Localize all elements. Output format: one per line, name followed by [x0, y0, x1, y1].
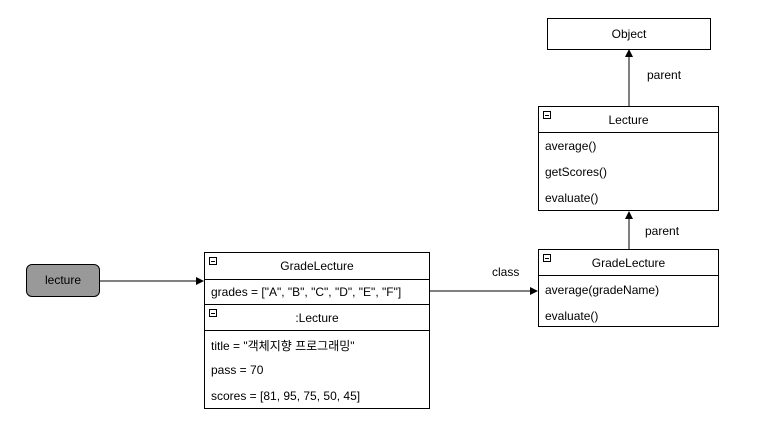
instance-field-grades: grades = ["A", "B", "C", "D", "E", "F"] [211, 285, 402, 299]
parent-edge-label-lecture: parent [645, 224, 680, 238]
collapse-icon[interactable] [209, 257, 217, 265]
method-evaluate: evaluate() [545, 309, 599, 323]
variable-label: lecture [44, 273, 82, 287]
method-average: average() [545, 139, 597, 153]
method-average-grade-name: average(gradeName) [545, 283, 660, 297]
collapse-icon[interactable] [543, 254, 551, 262]
collapse-icon[interactable] [209, 309, 217, 317]
instance-grade-lecture[interactable]: GradeLecture grades = ["A", "B", "C", "D… [204, 252, 430, 409]
class-object[interactable]: Object [547, 18, 711, 50]
parent-section-title: :Lecture [295, 311, 339, 325]
class-lecture-header: Lecture [539, 107, 718, 133]
class-grade-lecture-title: GradeLecture [591, 256, 666, 270]
parent-field-scores: scores = [81, 95, 75, 50, 45] [211, 389, 361, 403]
parent-section-header: :Lecture [205, 304, 429, 331]
parent-field-pass: pass = 70 [211, 363, 264, 377]
parent-field-title: title = "객체지향 프로그래밍" [211, 339, 355, 353]
collapse-icon[interactable] [543, 111, 551, 119]
class-lecture[interactable]: Lecture average() getScores() evaluate() [538, 106, 719, 211]
class-grade-lecture[interactable]: GradeLecture average(gradeName) evaluate… [538, 249, 719, 327]
parent-edge-label-object: parent [647, 68, 682, 82]
method-evaluate: evaluate() [545, 191, 599, 205]
variable-node-lecture[interactable]: lecture [26, 264, 100, 297]
instance-header: GradeLecture [205, 253, 429, 280]
method-get-scores: getScores() [545, 165, 608, 179]
class-edge-label: class [492, 265, 520, 279]
class-object-title: Object [611, 27, 647, 41]
instance-title: GradeLecture [280, 259, 354, 273]
class-grade-lecture-header: GradeLecture [539, 250, 718, 276]
class-lecture-title: Lecture [608, 113, 649, 127]
